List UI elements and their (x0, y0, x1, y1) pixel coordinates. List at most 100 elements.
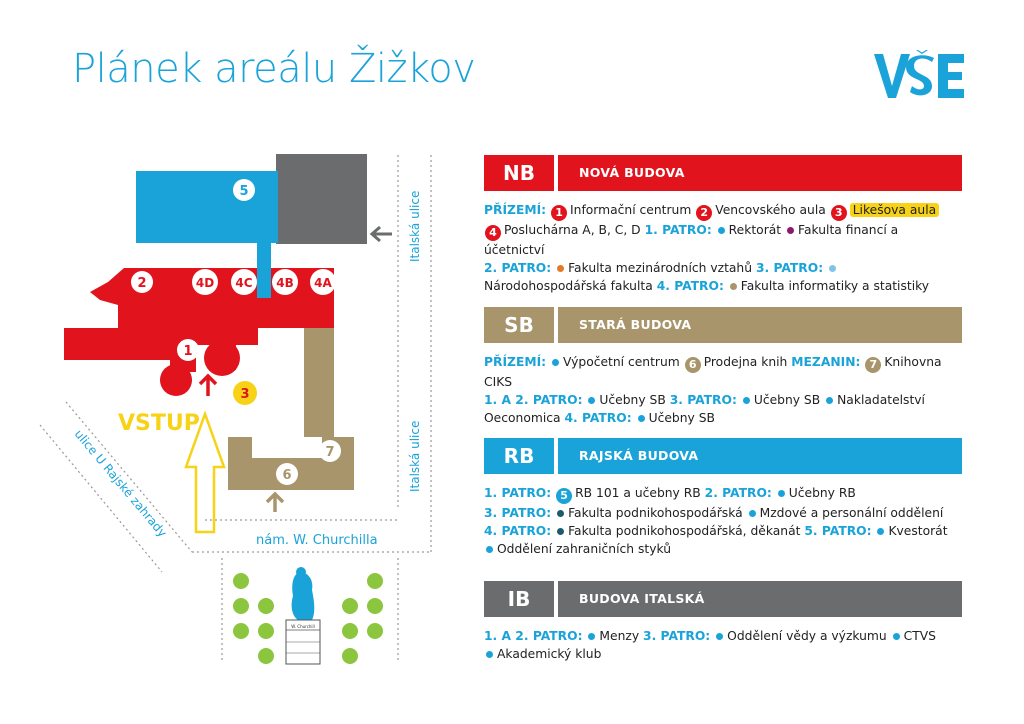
room-text: Oddělení vědy a výzkumu (727, 629, 887, 643)
map-marker: 2 (131, 271, 153, 293)
tree-icon (233, 573, 383, 664)
room-text: RB 101 a učebny RB (575, 486, 701, 500)
bullet-dot (892, 632, 900, 640)
room-text: Fakulta financí a účetnictví (484, 223, 899, 257)
bullet-dot (557, 527, 565, 535)
bullet-dot (729, 282, 737, 290)
street-line (39, 424, 163, 573)
room-text: Menzy (599, 629, 640, 643)
section-code: IB (484, 581, 554, 617)
floor-label: PŘÍZEMÍ: (484, 203, 547, 217)
map-marker: 4D (192, 269, 218, 295)
section-header: IB BUDOVA ITALSKÁ (484, 581, 962, 617)
bullet-dot (557, 509, 565, 517)
bullet-dot (826, 396, 834, 404)
floor-label: PŘÍZEMÍ: (484, 355, 547, 369)
street-label: Italská ulice (408, 421, 422, 492)
bullet-dot (748, 509, 756, 517)
bullet-dot (588, 632, 596, 640)
bullet-dot (777, 489, 785, 497)
bullet-dot (717, 226, 725, 234)
room-text: Knihovna CIKS (484, 355, 942, 389)
arrow-up-icon (265, 491, 285, 512)
room-text: Učebny SB (753, 393, 821, 407)
entrance-arrow-icon (369, 225, 392, 243)
floor-label: 1. A 2. PATRO: (484, 393, 583, 407)
room-text: Nakladatelství Oeconomica (484, 393, 925, 425)
building-gray (276, 154, 367, 244)
marker-4d: 4D (196, 276, 214, 290)
header-separator (554, 438, 558, 474)
bullet-dot (716, 632, 724, 640)
floor-label: 1. A 2. PATRO: (484, 629, 583, 643)
entrance-arrow-icon (184, 410, 226, 534)
room-text: Rektorát (728, 223, 782, 237)
section-ib: IB BUDOVA ITALSKÁ 1. A 2. PATRO: Menzy 3… (484, 581, 962, 663)
section-name: STARÁ BUDOVA (579, 317, 692, 332)
marker-1: 1 (183, 344, 192, 359)
number-badge: 7 (865, 357, 882, 373)
section-body: 1. A 2. PATRO: Menzy 3. PATRO: Oddělení … (484, 627, 962, 663)
room-text: Národohospodářská fakulta (484, 279, 653, 293)
header-separator (554, 307, 558, 343)
room-text: Mzdové a personální oddělení (759, 506, 944, 520)
bullet-dot (637, 414, 645, 422)
building-rb-connector (257, 238, 271, 298)
floor-label: MEZANIN: (791, 355, 861, 369)
number-badge: 3 (830, 205, 847, 221)
floor-label: 5. PATRO: (804, 524, 872, 538)
number-badge: 2 (696, 205, 713, 221)
room-text: Prodejna knih (703, 355, 788, 369)
room-text: CTVS (903, 629, 936, 643)
section-header: RB RAJSKÁ BUDOVA (484, 438, 962, 474)
room-text: Akademický klub (497, 647, 602, 661)
floor-label: 4. PATRO: (484, 524, 552, 538)
marker-2: 2 (137, 276, 146, 291)
map-marker: 4C (231, 269, 257, 295)
room-text: Posluchárna A, B, C, D (504, 223, 641, 237)
marker-7: 7 (325, 445, 334, 460)
room-text: Kvestorát (888, 524, 948, 538)
bullet-dot (829, 264, 837, 272)
marker-5: 5 (239, 184, 248, 199)
section-header: SB STARÁ BUDOVA (484, 307, 962, 343)
section-name: RAJSKÁ BUDOVA (579, 448, 699, 463)
bullet-dot (486, 545, 493, 553)
floor-label: 1. PATRO: (644, 223, 712, 237)
floor-label: 1. PATRO: (484, 486, 552, 500)
section-code: NB (484, 155, 554, 191)
header-separator (554, 581, 558, 617)
bullet-dot (787, 226, 795, 234)
floor-label: 3. PATRO: (755, 261, 824, 275)
marker-6: 6 (282, 468, 291, 483)
floor-label: 4. PATRO: (656, 279, 724, 293)
map-marker: 4A (310, 269, 336, 295)
section-code: SB (484, 307, 554, 343)
floor-label: 3. PATRO: (669, 393, 737, 407)
map-marker: 6 (276, 463, 298, 485)
section-sb: SB STARÁ BUDOVA PŘÍZEMÍ: Výpočetní centr… (484, 307, 962, 427)
marker-4c: 4C (235, 276, 252, 290)
floor-label: 3. PATRO: (643, 629, 711, 643)
number-badge: 1 (551, 205, 568, 221)
vse-logo (874, 50, 964, 98)
floor-label: 4. PATRO: (564, 411, 632, 425)
map-marker: 3 (233, 381, 257, 405)
map-marker: 7 (319, 440, 341, 462)
floor-label: 3. PATRO: (484, 506, 552, 520)
room-text: Výpočetní centrum (563, 355, 680, 369)
street-label: Italská ulice (408, 191, 422, 262)
room-text: Oddělení zahraničních styků (497, 542, 672, 556)
map-marker: 4B (272, 269, 298, 295)
room-text-highlight: Likešova aula (849, 203, 940, 217)
arrow-up-icon (198, 373, 218, 396)
square-label: nám. W. Churchilla (256, 533, 378, 548)
room-text: Informační centrum (570, 203, 692, 217)
floor-label: 2. PATRO: (704, 486, 772, 500)
statue-label: W. Churchill (291, 624, 315, 629)
number-badge: 4 (485, 225, 501, 241)
